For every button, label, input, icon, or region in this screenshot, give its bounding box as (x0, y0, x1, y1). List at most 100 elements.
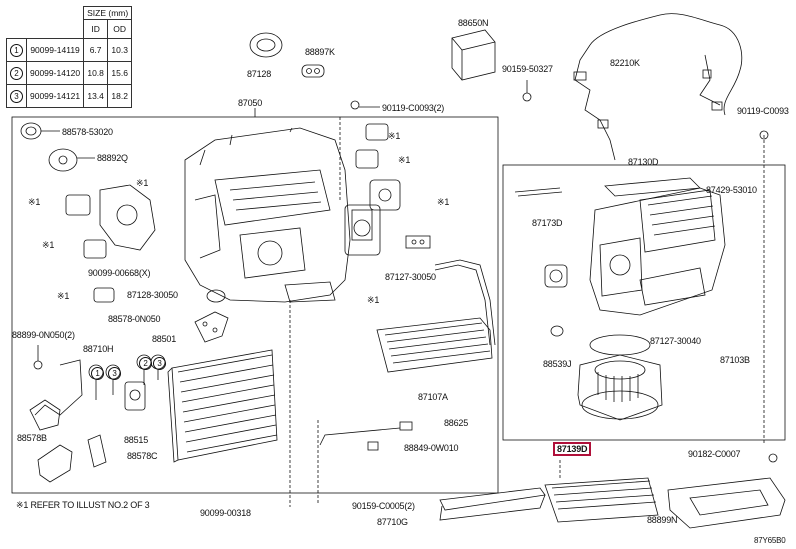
heater-unit-frame (11, 116, 499, 494)
grommet-88578-53020 (20, 122, 60, 140)
part-number: 90099-14121 (25, 84, 85, 108)
circled-number: 3 (153, 357, 166, 370)
label-88899n[interactable]: 88899N (647, 515, 678, 525)
bolt-88899-0n050 (33, 345, 43, 370)
label-88899-0n050-2[interactable]: 88899-0N050(2) (12, 330, 75, 340)
ref-mark: ※1 (437, 197, 450, 207)
size-header-od: OD (107, 19, 133, 39)
clip-87128-30050 (206, 289, 226, 303)
label-87128[interactable]: 87128 (247, 69, 272, 79)
ref-mark: ※1 (57, 291, 70, 301)
tray-88899n (667, 477, 786, 529)
label-88625[interactable]: 88625 (444, 418, 469, 428)
fan-87103b (577, 334, 663, 421)
outer-diameter: 18.2 (107, 84, 133, 108)
filter-87139d (544, 477, 659, 523)
part-number: 90099-14120 (25, 61, 85, 85)
ref-mark: ※1 (388, 131, 401, 141)
outer-diameter: 10.3 (107, 38, 133, 62)
clip-87128 (301, 64, 325, 78)
seal-88897k (249, 32, 283, 58)
ref-mark: ※1 (398, 155, 411, 165)
size-table: SIZE (mm) ID OD 1 90099-14119 6.7 10.3 2… (6, 6, 133, 108)
screw-90182-c0007 (768, 453, 778, 463)
blower-case-87130d (589, 187, 726, 316)
label-87127-30050[interactable]: 87127-30050 (385, 272, 436, 282)
heater-core-87107a (376, 317, 493, 373)
connector-87127-30050 (405, 235, 431, 249)
bolt-90119-c0093-2 (350, 100, 380, 110)
label-88539j[interactable]: 88539J (543, 359, 572, 369)
cover-87429-53010 (604, 177, 701, 197)
label-90159-50327[interactable]: 90159-50327 (502, 64, 553, 74)
circled-number: 2 (139, 357, 152, 370)
servo-88892q (48, 148, 95, 172)
table-row: 3 90099-14121 13.4 18.2 (6, 84, 133, 108)
inner-diameter: 6.7 (83, 38, 109, 62)
label-87710g[interactable]: 87710G (377, 517, 408, 527)
label-90182-c0007[interactable]: 90182-C0007 (688, 449, 741, 459)
label-87139d[interactable]: 87139D (553, 442, 592, 456)
table-row: 2 90099-14120 10.8 15.6 (6, 61, 133, 85)
label-87130d[interactable]: 87130D (628, 157, 659, 167)
label-87128-30050[interactable]: 87128-30050 (127, 290, 178, 300)
label-82210k[interactable]: 82210K (610, 58, 640, 68)
label-88578b[interactable]: 88578B (17, 433, 47, 443)
ref-mark: ※1 (367, 295, 380, 305)
label-88650n[interactable]: 88650N (458, 18, 489, 28)
insulator-88578b (37, 444, 73, 483)
label-88710h[interactable]: 88710H (83, 344, 114, 354)
size-header-id: ID (83, 19, 109, 39)
row-number: 1 (10, 43, 23, 57)
label-88578c[interactable]: 88578C (127, 451, 158, 461)
label-88892q[interactable]: 88892Q (97, 153, 128, 163)
part-number: 90099-14119 (25, 38, 85, 62)
table-row: 1 90099-14119 6.7 10.3 (6, 38, 133, 62)
motor-88539j (544, 264, 568, 337)
label-88578-53020[interactable]: 88578-53020 (62, 127, 113, 137)
label-88501[interactable]: 88501 (152, 334, 177, 344)
label-87429-53010[interactable]: 87429-53010 (706, 185, 757, 195)
label-88515[interactable]: 88515 (124, 435, 149, 445)
seal-87173d (514, 187, 563, 197)
pipe-88710h (29, 359, 83, 431)
bolt-90159-50327 (522, 80, 532, 102)
label-90099-00668[interactable]: 90099-00668(X) (88, 268, 151, 278)
circled-number: 3 (108, 367, 121, 380)
tube-87107a (434, 259, 496, 346)
bolt-90119-c0093 (759, 130, 769, 140)
label-88849-0w010[interactable]: 88849-0W010 (404, 443, 459, 453)
ecu-88650n (451, 29, 496, 81)
illustration-code: 87Y65B0 (754, 536, 786, 545)
label-88897k[interactable]: 88897K (305, 47, 335, 57)
label-87173d[interactable]: 87173D (532, 218, 563, 228)
duct-87710g (439, 487, 546, 521)
heater-case-87050 (184, 127, 381, 303)
actuators-ref (65, 123, 401, 303)
label-90119-c0093-2[interactable]: 90119-C0093(2) (382, 103, 445, 113)
row-number: 3 (10, 89, 23, 103)
ref-mark: ※1 (42, 240, 55, 250)
ref-mark: ※1 (28, 197, 41, 207)
label-87103b[interactable]: 87103B (720, 355, 750, 365)
inner-diameter: 10.8 (83, 61, 109, 85)
seal-88578-0n050 (194, 311, 229, 343)
row-number: 2 (10, 66, 23, 80)
label-90119-c0093[interactable]: 90119-C0093 (737, 106, 789, 116)
insulator-88578c (87, 434, 107, 468)
blower-unit-frame (502, 164, 786, 441)
outer-diameter: 15.6 (107, 61, 133, 85)
label-88578-0n050[interactable]: 88578-0N050 (108, 314, 161, 324)
label-87107a[interactable]: 87107A (418, 392, 448, 402)
label-87127-30040[interactable]: 87127-30040 (650, 336, 701, 346)
footnote: ※1 REFER TO ILLUST NO.2 OF 3 (16, 500, 150, 510)
label-90159-c0005-2[interactable]: 90159-C0005(2) (352, 501, 415, 511)
ref-mark: ※1 (136, 178, 149, 188)
label-90099-00318[interactable]: 90099-00318 (200, 508, 251, 518)
label-87050[interactable]: 87050 (238, 98, 263, 108)
evaporator-88501 (167, 349, 278, 463)
thermistor-88625 (319, 421, 413, 451)
circled-number: 1 (91, 367, 104, 380)
